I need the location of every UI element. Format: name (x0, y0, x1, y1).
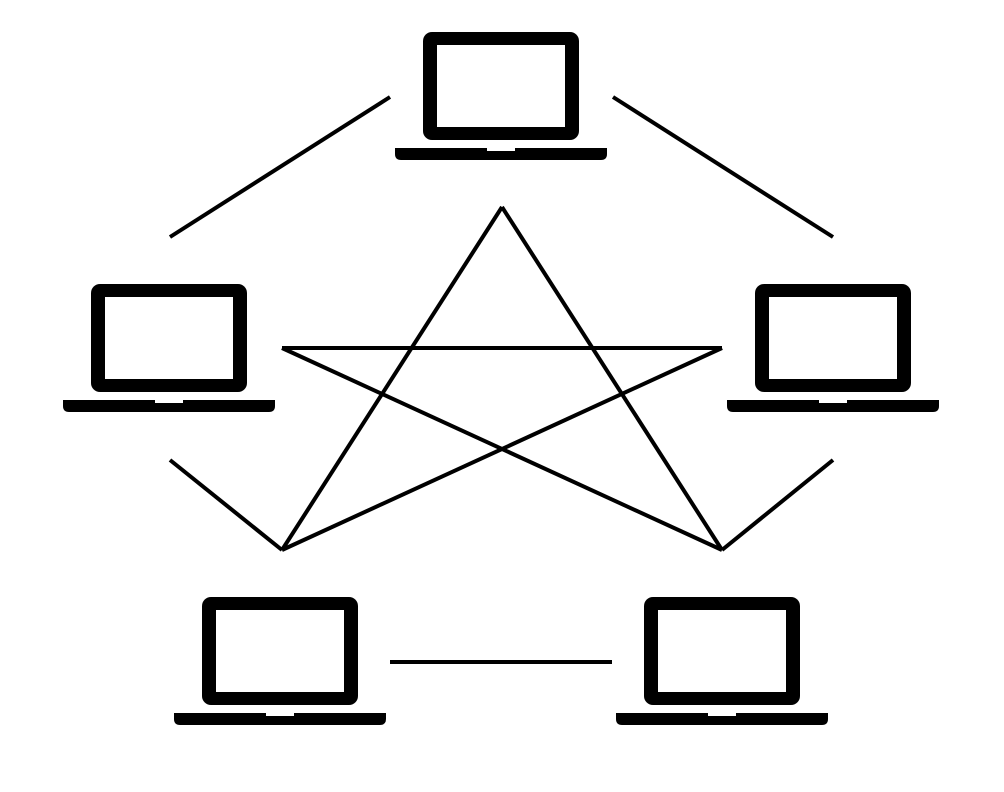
laptop-icon (616, 597, 828, 725)
laptop-icon (395, 32, 607, 160)
link-top-right (611, 95, 835, 239)
link-top-bottom-right (500, 205, 724, 552)
laptop-icon (174, 597, 386, 725)
connection-lines (168, 95, 835, 664)
link-left-bottom-left (168, 458, 284, 552)
laptop-icon (727, 284, 939, 412)
link-top-bottom-left (280, 205, 504, 552)
link-top-left (168, 95, 392, 239)
link-right-bottom-right (720, 458, 835, 552)
laptop-icon (63, 284, 275, 412)
computer-nodes (63, 32, 939, 725)
link-right-bottom-left (281, 346, 723, 552)
